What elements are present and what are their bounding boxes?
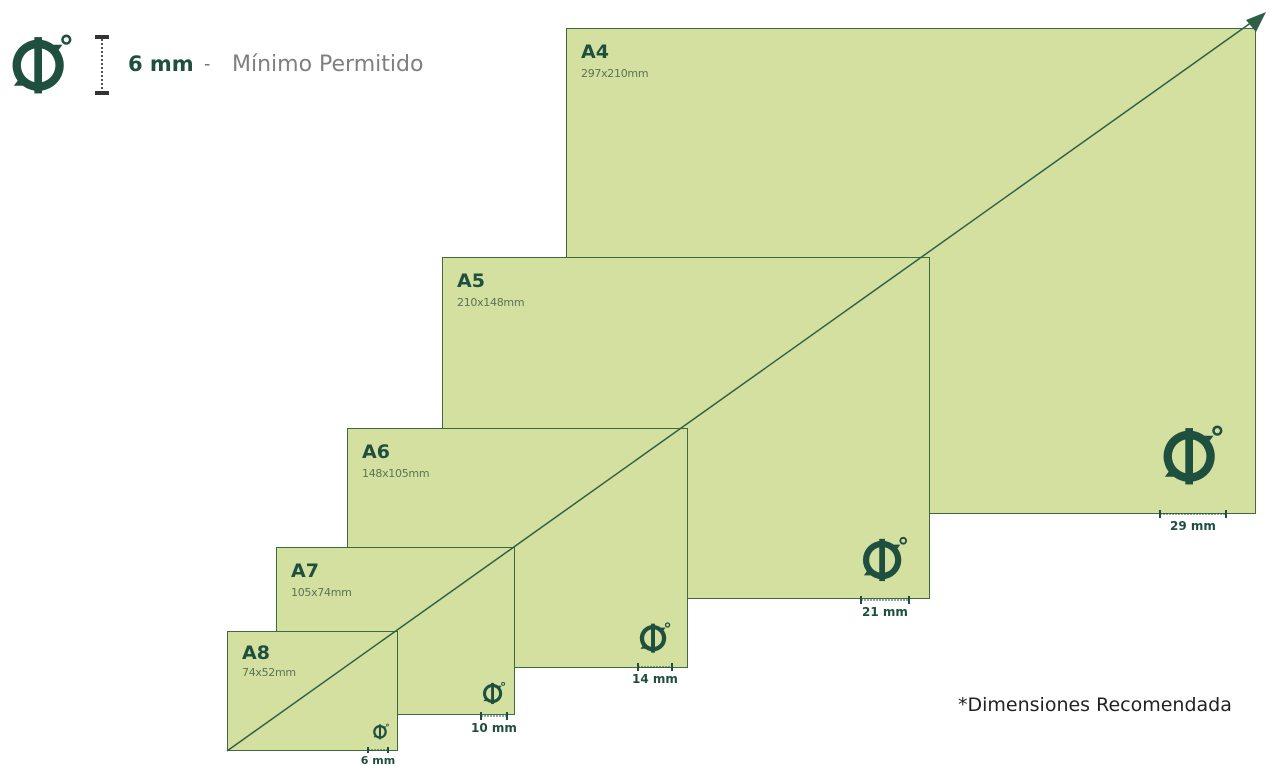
measure-a6: 14 mm — [632, 662, 678, 686]
green-dot-logo-icon — [637, 621, 673, 654]
legend: 6 mm - Mínimo Permitido — [8, 32, 488, 96]
sheet-a4-name: A4 — [581, 41, 609, 63]
green-dot-logo-icon — [1158, 423, 1228, 487]
sheet-a6-name: A6 — [362, 441, 390, 463]
scale-bar-icon — [860, 596, 910, 604]
measure-a5-label: 21 mm — [862, 605, 908, 619]
scale-bar-icon — [367, 747, 389, 753]
sheet-a8-dims: 74x52mm — [242, 666, 296, 679]
measure-a8-label: 6 mm — [360, 754, 396, 767]
green-dot-logo-icon — [481, 681, 507, 705]
sheet-a4-dims: 297x210mm — [581, 67, 649, 80]
height-gauge-icon — [94, 34, 110, 103]
legend-separator: - — [204, 54, 211, 75]
sheet-a6-dims: 148x105mm — [362, 467, 430, 480]
sheet-a7-dims: 105x74mm — [291, 586, 352, 599]
legend-min-size: 6 mm — [128, 52, 194, 76]
measure-a7: 10 mm — [468, 711, 520, 735]
green-dot-logo-icon — [859, 535, 911, 583]
measure-a5: 21 mm — [858, 595, 912, 619]
green-dot-logo-icon — [372, 723, 390, 740]
measure-a7-label: 10 mm — [471, 721, 517, 735]
sheet-a5-name: A5 — [457, 270, 485, 292]
sheet-a5-dims: 210x148mm — [457, 296, 525, 309]
green-dot-logo-icon — [8, 32, 76, 101]
legend-min-label: Mínimo Permitido — [232, 52, 424, 77]
scale-bar-icon — [1159, 510, 1227, 518]
measure-a6-label: 14 mm — [632, 672, 678, 686]
scale-bar-icon — [637, 663, 673, 671]
scale-bar-icon — [480, 712, 508, 720]
sheet-a8-name: A8 — [242, 642, 270, 664]
measure-a4-label: 29 mm — [1170, 519, 1216, 533]
footnote: *Dimensiones Recomendada — [958, 694, 1232, 716]
sheet-a7-name: A7 — [291, 560, 319, 582]
measure-a8: 6 mm — [354, 746, 402, 767]
measure-a4: 29 mm — [1158, 509, 1228, 533]
